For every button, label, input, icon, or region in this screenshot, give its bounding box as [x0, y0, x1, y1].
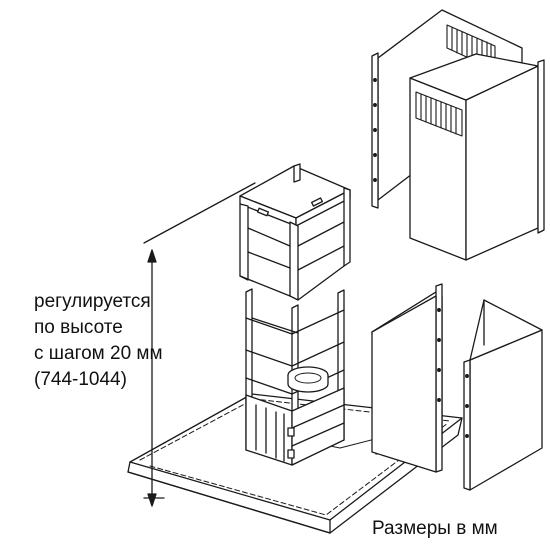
upper-chimney-cover-front [409, 53, 545, 261]
front-vent-grille [415, 91, 463, 137]
height-note-line-3: с шагом 20 мм [34, 343, 163, 364]
lower-telescopic-frame [245, 288, 345, 466]
height-note-line-4: (744-1044) [34, 369, 127, 390]
units-note: Размеры в мм [372, 518, 498, 539]
upper-support-frame [239, 163, 351, 301]
height-note-line-1: регулируется [34, 291, 151, 312]
lower-chimney-cover-right [463, 299, 543, 491]
height-dimension-guide [143, 182, 256, 507]
lower-chimney-cover-left [371, 283, 443, 473]
height-note-line-2: по высоте [34, 317, 123, 338]
